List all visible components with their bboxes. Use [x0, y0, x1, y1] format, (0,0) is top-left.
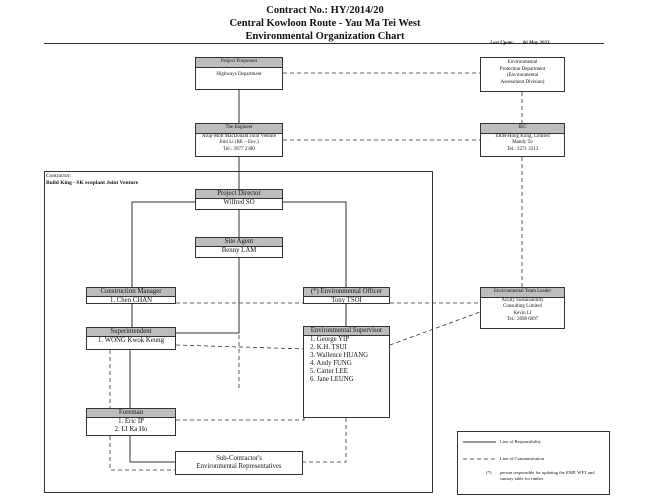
contract-number: Contract No.: HY/2014/20	[266, 5, 384, 16]
engineer-line: Arup-Mott MacDonald Joint Venture	[201, 133, 277, 139]
project-director-name: Wilfred SO	[223, 199, 255, 206]
environmental-officer-name: Tony TSOI	[331, 297, 362, 304]
env-team-leader-line: Acuity Sustainability	[501, 297, 544, 303]
superintendent-title: Superintendent	[87, 328, 175, 337]
header-divider	[44, 43, 604, 44]
construction-manager-title: Construction Manager	[87, 288, 175, 297]
legend-lines	[463, 441, 496, 460]
iec-title: IEC	[481, 124, 564, 134]
site-agent-name: Benny LAM	[221, 247, 257, 254]
engineer-line: Tel.: 3977 2300	[223, 146, 255, 152]
line-director-eo	[283, 201, 347, 287]
supervisor-member: 6. Jane LEUNG	[310, 376, 354, 383]
project-director-box: Project Director Wilfred SO	[195, 189, 283, 210]
legend-star-text: person responsible for updating the EMP,…	[500, 470, 595, 481]
epd-line: Protection Department	[499, 66, 546, 72]
superintendent-box: Superintendent 1. WONG Kwok Keung	[86, 327, 176, 350]
legend-star-mark: (*)	[486, 470, 492, 475]
subcontractor-line: Sub-Contractor's	[216, 455, 262, 462]
supervisor-member: 4. Andy FUNG	[310, 360, 352, 367]
env-team-leader-line: Consulting Limited	[502, 304, 543, 309]
env-team-leader-box: Environmental Team Leader Acuity Sustain…	[480, 287, 565, 329]
site-agent-title: Site Agent	[196, 238, 282, 247]
iec-box: IEC ERM-Hong Kong, Limited Mandy To Tel.…	[480, 123, 565, 157]
foreman-line: 1. Eric IP	[118, 418, 144, 425]
env-team-leader-title: Environmental Team Leader	[481, 288, 564, 298]
engineer-title: The Engineer	[196, 124, 282, 134]
dash-superintendent-supervisor	[175, 311, 481, 350]
supervisor-member: 1. George YIP	[310, 336, 350, 343]
chart-title: Environmental Organization Chart	[245, 31, 405, 42]
dash-supervisor-sub	[303, 418, 347, 463]
epd-line: Assessment Division)	[500, 79, 545, 85]
environmental-officer-box: (*) Environmental Officer Tony TSOI	[303, 287, 390, 304]
construction-manager-line: 1. Chen CHAN	[109, 297, 153, 304]
site-agent-box: Site Agent Benny LAM	[195, 237, 283, 258]
last-update-label: Last Upate:	[490, 41, 515, 46]
contractor-label-text: Contractor:	[46, 173, 72, 179]
supervisor-member: 3. Wallence HUANG	[310, 352, 369, 359]
dash-foreman-supervisor	[176, 400, 305, 421]
iec-line: ERM-Hong Kong, Limited	[495, 133, 550, 139]
line-siteagent-superintendent	[176, 258, 240, 334]
engineer-line: Jimi Li (RE – Env.)	[219, 140, 259, 145]
epd-line: (Environmental	[506, 73, 539, 78]
line-foreman-sub	[129, 436, 175, 463]
last-update-date: 06 May 2023	[522, 41, 550, 46]
last-update: Last Upate: 06 May 2023	[490, 41, 549, 46]
epd-line: Environmental	[507, 60, 538, 65]
supervisor-member: 2. K.H. TSUI	[310, 344, 347, 351]
epd-box: Environmental Protection Department (Env…	[480, 57, 565, 92]
superintendent-line: 1. WONG Kwok Keung	[98, 337, 164, 344]
env-team-leader-line: Kevin LI	[513, 310, 532, 316]
line-director-cm	[131, 201, 195, 287]
construction-manager-box: Construction Manager 1. Chen CHAN	[86, 287, 176, 304]
environmental-supervisor-title: Environmental Supervisor	[304, 327, 389, 336]
supervisor-member: 5. Carter LEE	[310, 368, 348, 375]
legend-responsibility: Line of Responsibility	[500, 439, 542, 444]
environmental-officer-title: (*) Environmental Officer	[304, 288, 389, 297]
route-title: Central Kowloon Route - Yau Ma Tei West	[229, 18, 421, 29]
iec-line: Mandy To	[512, 140, 533, 145]
dash-foreman-sub	[109, 436, 175, 471]
project-director-title: Project Director	[196, 190, 282, 199]
env-team-leader-line: Tel.: 2698 6097	[506, 317, 539, 322]
engineer-box: The Engineer Arup-Mott MacDonald Joint V…	[195, 123, 283, 157]
foreman-line: 2. LI Ka Ho	[114, 426, 148, 433]
legend-communication: Line of Communication	[500, 456, 545, 461]
legend-box: Line of Responsibility Line of Communica…	[457, 431, 610, 495]
contractor-label: Contractor: Build King - SK ecoplant Joi…	[46, 173, 138, 187]
project-proponent-line: Highways Department	[216, 71, 262, 77]
project-proponent-title: Project Proponent	[196, 58, 282, 68]
contractor-name: Build King - SK ecoplant Joint Venture	[46, 180, 139, 186]
foreman-box: Foreman 1. Eric IP 2. LI Ka Ho	[86, 408, 176, 436]
subcontractor-box: Sub-Contractor's Environmental Represent…	[175, 451, 303, 475]
foreman-title: Foreman	[87, 409, 175, 418]
subcontractor-line: Environmental Representatives	[196, 463, 282, 470]
project-proponent-box: Project Proponent Highways Department	[195, 57, 283, 90]
environmental-supervisor-box: Environmental Supervisor 1. George YIP 2…	[303, 326, 390, 418]
iec-line: Tel.: 2271 3313	[506, 146, 539, 152]
